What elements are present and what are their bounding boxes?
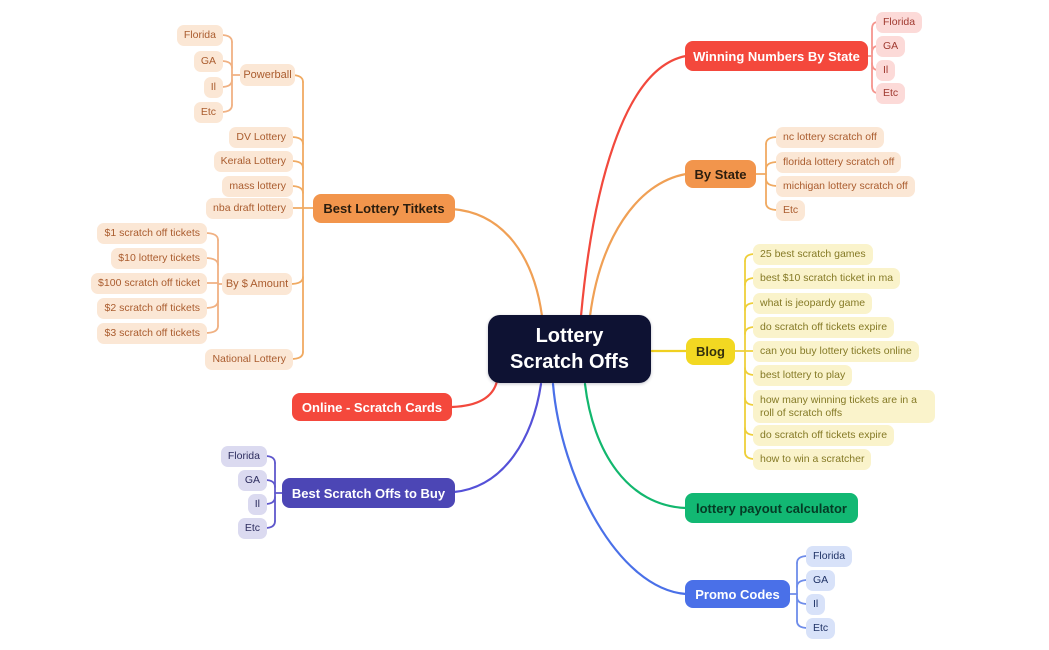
subnode-powerball[interactable]: Powerball bbox=[240, 64, 295, 86]
connector-center-calculator bbox=[583, 382, 688, 510]
leaf-blog-buy-tickets-online[interactable]: can you buy lottery tickets online bbox=[753, 341, 919, 362]
leaf-michigan-lottery-scratch-off[interactable]: michigan lottery scratch off bbox=[776, 176, 915, 197]
leaf-blog-what-is-jeopardy-game[interactable]: what is jeopardy game bbox=[753, 293, 873, 314]
stub-amt-10 bbox=[204, 257, 219, 266]
leaf-blog-do-tickets-expire-2[interactable]: do scratch off tickets expire bbox=[753, 425, 895, 446]
leaf-10-dollar-tickets[interactable]: $10 lottery tickets bbox=[111, 248, 207, 269]
branch-online-scratch-cards[interactable]: Online - Scratch Cards bbox=[292, 393, 452, 421]
connector-center-winning bbox=[579, 54, 688, 318]
leaf-powerball-ga[interactable]: GA bbox=[193, 51, 223, 72]
subnode-by-amount[interactable]: By $ Amount bbox=[222, 273, 292, 295]
leaf-promo-ga[interactable]: GA bbox=[806, 570, 836, 591]
branch-winning-numbers-by-state[interactable]: Winning Numbers By State bbox=[685, 41, 868, 71]
connector-center-bestbuy bbox=[452, 382, 543, 494]
leaf-dv-lottery[interactable]: DV Lottery bbox=[229, 127, 293, 148]
leaf-nc-lottery-scratch-off[interactable]: nc lottery scratch off bbox=[776, 127, 884, 148]
connector-center-best-lottery bbox=[450, 207, 544, 318]
leaf-bestbuy-il[interactable]: Il bbox=[247, 494, 267, 515]
leaf-bestbuy-ga[interactable]: GA bbox=[237, 470, 267, 491]
leaf-blog-best-10-scratch-ticket[interactable]: best $10 scratch ticket in ma bbox=[753, 268, 901, 289]
leaf-powerball-florida[interactable]: Florida bbox=[176, 25, 223, 46]
leaf-blog-25-best-scratch-games[interactable]: 25 best scratch games bbox=[753, 244, 873, 265]
connector-center-bystate bbox=[588, 172, 688, 318]
leaf-promo-etc[interactable]: Etc bbox=[806, 618, 836, 639]
leaf-bestbuy-florida[interactable]: Florida bbox=[220, 446, 267, 467]
branch-promo-codes[interactable]: Promo Codes bbox=[685, 580, 790, 608]
stub-amt-1 bbox=[204, 232, 219, 241]
leaf-promo-florida[interactable]: Florida bbox=[806, 546, 853, 567]
branch-blog[interactable]: Blog bbox=[686, 338, 735, 365]
leaf-3-dollar-tickets[interactable]: $3 scratch off tickets bbox=[97, 323, 207, 344]
leaf-winning-il[interactable]: Il bbox=[876, 60, 896, 81]
connector-center-online bbox=[450, 379, 499, 409]
leaf-by-state-etc[interactable]: Etc bbox=[776, 200, 806, 221]
central-topic[interactable]: Lottery Scratch Offs bbox=[488, 315, 651, 383]
leaf-1-dollar-tickets[interactable]: $1 scratch off tickets bbox=[97, 223, 207, 244]
leaf-100-dollar-ticket[interactable]: $100 scratch off ticket bbox=[91, 273, 207, 294]
leaf-kerala-lottery[interactable]: Kerala Lottery bbox=[213, 151, 293, 172]
leaf-mass-lottery[interactable]: mass lottery bbox=[222, 176, 293, 197]
connector-center-promo bbox=[551, 382, 688, 596]
leaf-blog-best-lottery-to-play[interactable]: best lottery to play bbox=[753, 365, 853, 386]
leaf-2-dollar-tickets[interactable]: $2 scratch off tickets bbox=[97, 298, 207, 319]
branch-best-scratch-offs-to-buy[interactable]: Best Scratch Offs to Buy bbox=[282, 478, 455, 508]
branch-lottery-payout-calculator[interactable]: lottery payout calculator bbox=[685, 493, 858, 523]
stub-by-amount bbox=[289, 276, 304, 285]
leaf-florida-lottery-scratch-off[interactable]: florida lottery scratch off bbox=[776, 152, 902, 173]
leaf-powerball-il[interactable]: Il bbox=[203, 77, 223, 98]
leaf-winning-etc[interactable]: Etc bbox=[876, 83, 906, 104]
leaf-national-lottery[interactable]: National Lottery bbox=[205, 349, 293, 370]
leaf-winning-florida[interactable]: Florida bbox=[876, 12, 923, 33]
leaf-blog-winning-tickets-roll[interactable]: how many winning tickets are in a roll o… bbox=[753, 390, 935, 423]
stub-amt-2 bbox=[204, 300, 219, 309]
branch-best-lottery-tickets[interactable]: Best Lottery Titkets bbox=[313, 194, 455, 223]
leaf-bestbuy-etc[interactable]: Etc bbox=[237, 518, 267, 539]
leaf-powerball-etc[interactable]: Etc bbox=[193, 102, 223, 123]
stub-amt-3 bbox=[204, 325, 219, 334]
leaf-promo-il[interactable]: Il bbox=[806, 594, 826, 615]
leaf-blog-how-to-win-scratcher[interactable]: how to win a scratcher bbox=[753, 449, 872, 470]
branch-by-state[interactable]: By State bbox=[685, 160, 756, 188]
leaf-nba-draft-lottery[interactable]: nba draft lottery bbox=[206, 198, 293, 219]
leaf-winning-ga[interactable]: GA bbox=[876, 36, 906, 57]
leaf-blog-do-tickets-expire-1[interactable]: do scratch off tickets expire bbox=[753, 317, 895, 338]
